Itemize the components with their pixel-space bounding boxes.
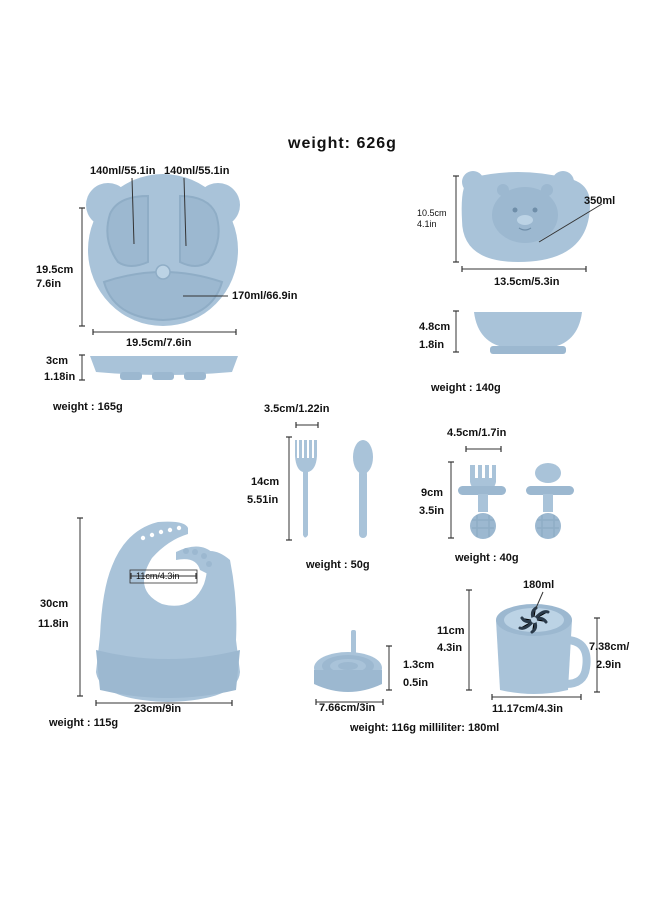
- bowl-height-in: 4.1in: [417, 219, 437, 229]
- snack-cup-body-height-in: 2.9in: [596, 659, 622, 671]
- fork-and-spoon: [295, 440, 373, 538]
- snack-cup-body-height-cm: 7.38cm/: [589, 641, 630, 653]
- bowl-height-cm: 10.5cm: [417, 208, 447, 218]
- teether-length-in: 3.5in: [419, 505, 445, 517]
- teether-fork-and-spoon: [458, 463, 574, 539]
- plate-right-compartment-label: 140ml/55.1in: [164, 165, 230, 177]
- utensil-length-in: 5.51in: [247, 494, 279, 506]
- cup-set-weight-volume: weight: 116g milliliter: 180ml: [350, 722, 500, 734]
- bowl-depth-in: 1.8in: [419, 339, 445, 351]
- plate-thickness-cm: 3cm: [46, 355, 69, 367]
- bowl-weight: weight : 140g: [431, 382, 501, 394]
- teether-weight: weight : 40g: [455, 552, 519, 564]
- snack-cup-volume: 180ml: [523, 579, 555, 591]
- bowl-depth-cm: 4.8cm: [419, 321, 451, 333]
- utensil-weight: weight : 50g: [306, 559, 370, 571]
- plate-height-in: 7.6in: [36, 278, 62, 290]
- bear-bowl-top-view: [461, 171, 590, 262]
- lid-height-in: 0.5in: [403, 677, 429, 689]
- snack-cup-width-label: 11.17cm/4.3in: [492, 703, 563, 715]
- bib-neck-label: 11cm/4.3in: [136, 571, 180, 581]
- utensil-width-label: 3.5cm/1.22in: [264, 403, 330, 415]
- total-weight-title: weight: 626g: [288, 135, 397, 152]
- lid-height-cm: 1.3cm: [403, 659, 435, 671]
- teether-length-cm: 9cm: [421, 487, 444, 499]
- plate-width-label: 19.5cm/7.6in: [126, 337, 192, 349]
- plate-height-cm: 19.5cm: [36, 264, 74, 276]
- snack-cup: [496, 604, 591, 694]
- snack-cup-height-cm: 11cm: [437, 625, 465, 637]
- plate-left-compartment-label: 140ml/55.1in: [90, 165, 156, 177]
- silicone-bib: [96, 521, 240, 702]
- utensil-length-cm: 14cm: [251, 476, 280, 488]
- suction-plate-side-view: [90, 356, 238, 380]
- bowl-width-label: 13.5cm/5.3in: [494, 276, 560, 288]
- bib-height-in: 11.8in: [38, 618, 69, 630]
- bowl-volume-label: 350ml: [584, 195, 616, 207]
- bib-weight: weight : 115g: [49, 717, 119, 729]
- bear-bowl-side-view: [474, 312, 582, 354]
- lid-diameter-label: 7.66cm/3in: [319, 702, 376, 714]
- plate-thickness-in: 1.18in: [44, 371, 76, 383]
- teether-width-label: 4.5cm/1.7in: [447, 427, 507, 439]
- plate-weight: weight : 165g: [53, 401, 123, 413]
- snack-cup-height-in: 4.3in: [437, 642, 463, 654]
- bib-width-label: 23cm/9in: [134, 703, 182, 715]
- suction-plate-top-view: [86, 174, 240, 326]
- plate-bottom-compartment-label: 170ml/66.9in: [232, 290, 298, 302]
- straw-cup-lid: [314, 630, 382, 692]
- bib-height-cm: 30cm: [40, 598, 69, 610]
